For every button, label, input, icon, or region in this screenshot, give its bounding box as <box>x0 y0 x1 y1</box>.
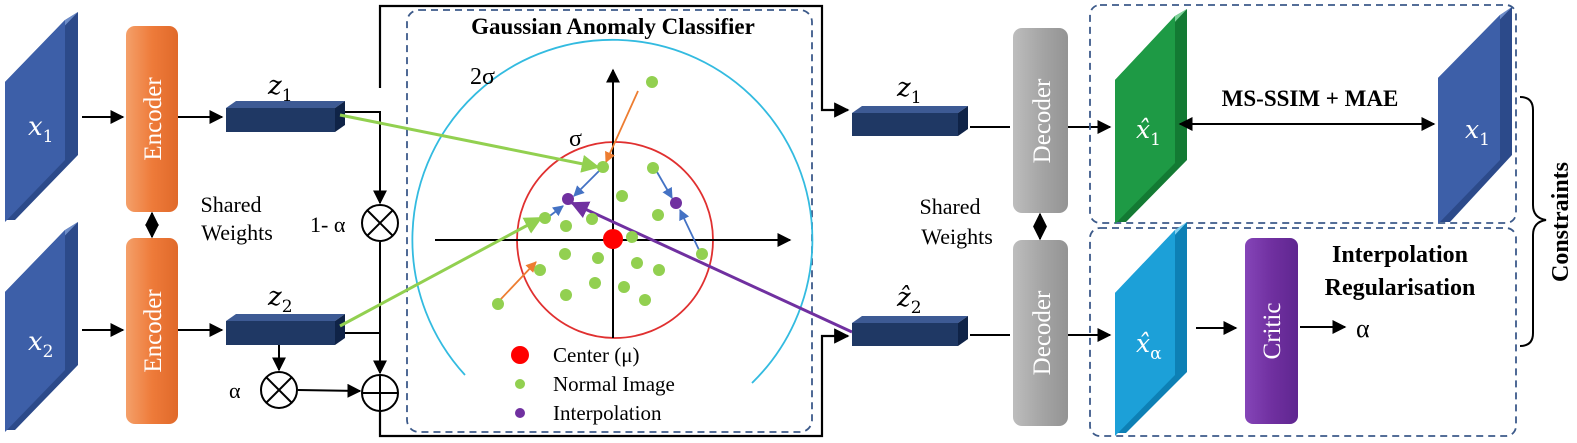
line-z1-mult <box>345 111 387 205</box>
decoder-bottom-label: Decoder <box>1029 290 1056 375</box>
normal-point <box>559 248 571 260</box>
legend-normal-marker <box>515 379 525 389</box>
constraints-brace <box>1519 96 1547 347</box>
shared-weights-left-line2: Weights <box>201 220 273 245</box>
blue-arrow-1 <box>573 169 601 197</box>
z2-label: z2 <box>267 282 293 317</box>
z2-hat-label: ẑ2 <box>896 283 922 318</box>
multiply-node-bottom <box>260 371 298 409</box>
legend-interpolation-marker <box>515 408 525 418</box>
interpolation-point <box>562 193 574 205</box>
latent-z1-right <box>852 106 968 136</box>
orange-arrow-top <box>605 90 639 163</box>
x1-target-label: x1 <box>1465 115 1490 150</box>
normal-point <box>626 231 638 243</box>
legend-normal-label: Normal Image <box>553 372 675 396</box>
line-alpha-mult-sum <box>297 383 362 398</box>
two-sigma-label: 2σ <box>470 64 495 90</box>
one-minus-alpha-label: 1- α <box>310 212 346 237</box>
normal-point <box>592 252 604 264</box>
encoder-top: Encoder <box>126 26 178 212</box>
line-z2-sum <box>345 332 387 375</box>
encoder-top-label: Encoder <box>140 77 167 161</box>
classifier-outer-top <box>378 4 850 118</box>
decoder-top: Decoder <box>1013 28 1068 213</box>
normal-point <box>653 264 665 276</box>
normal-point <box>597 161 609 173</box>
decoder-bottom: Decoder <box>1013 240 1068 426</box>
z1-right-label: z1 <box>896 73 922 108</box>
target-x1-slab: x1 <box>1438 7 1512 224</box>
x1-label: x1 <box>28 112 54 147</box>
normal-point <box>586 213 598 225</box>
encoder-bottom-label: Encoder <box>140 289 167 373</box>
normal-point <box>647 162 659 174</box>
sum-node <box>361 374 399 412</box>
classifier-legend: Center (μ) Normal Image Interpolation <box>511 343 675 425</box>
input-x2-slab: x2 <box>5 222 78 432</box>
normal-point <box>534 264 546 276</box>
arrow-z2hat-interp <box>570 201 853 334</box>
critic-label: Critic <box>1259 303 1286 360</box>
legend-center-label: Center (μ) <box>553 343 639 367</box>
latent-z2 <box>226 314 345 345</box>
xhat1-label: x̂1 <box>1136 115 1161 150</box>
sigma-label: σ <box>569 126 582 152</box>
blue-arrow-4 <box>679 209 701 253</box>
normal-point <box>616 190 628 202</box>
constraints-label: Constraints <box>1548 162 1574 282</box>
encoder-bottom: Encoder <box>126 238 178 424</box>
normal-point <box>539 212 551 224</box>
normal-point <box>631 257 643 269</box>
classifier-title: Gaussian Anomaly Classifier <box>471 14 755 39</box>
normal-point <box>652 209 664 221</box>
normal-point <box>560 220 572 232</box>
legend-interpolation-label: Interpolation <box>553 401 662 425</box>
arrow-z1-to-space <box>339 113 600 173</box>
center-point <box>603 229 623 249</box>
normal-point <box>560 289 572 301</box>
normal-point <box>589 277 601 289</box>
orange-arrow-bottom <box>499 261 537 301</box>
normal-point <box>646 76 658 88</box>
critic-block: Critic <box>1245 238 1298 424</box>
input-x1-slab: x1 <box>5 12 78 222</box>
classifier-outer-bottom <box>378 328 850 438</box>
shared-weights-right-line1: Shared <box>919 194 980 219</box>
decoder-top-label: Decoder <box>1029 78 1056 163</box>
interpolation-point <box>670 197 682 209</box>
blue-arrow-3 <box>656 171 673 199</box>
legend-center-marker <box>511 346 529 364</box>
multiply-node-top <box>361 204 399 242</box>
arrow-z2-to-space <box>339 216 543 328</box>
reconstruction-dashed-box <box>1089 4 1517 224</box>
loss-label: MS-SSIM + MAE <box>1222 86 1399 111</box>
shared-weights-right-line2: Weights <box>921 224 993 249</box>
interpolation-points <box>562 193 682 209</box>
alpha-label-left: α <box>229 378 241 403</box>
normal-point <box>639 294 651 306</box>
output-xhat-alpha-slab: x̂α <box>1115 222 1187 436</box>
latent-z2hat <box>852 316 968 346</box>
two-sigma-circle <box>411 38 814 384</box>
normal-image-points <box>492 76 708 310</box>
z1-label: z1 <box>267 71 293 106</box>
normal-point <box>618 281 630 293</box>
interp-reg-line1: Interpolation <box>1332 242 1468 268</box>
normal-point <box>696 248 708 260</box>
x2-label: x2 <box>28 327 54 362</box>
critic-output-alpha: α <box>1356 314 1370 343</box>
interp-reg-line2: Regularisation <box>1325 275 1476 301</box>
xhat-alpha-label: x̂α <box>1136 329 1162 364</box>
output-xhat1-slab: x̂1 <box>1115 9 1187 224</box>
normal-point <box>492 298 504 310</box>
interpolation-dashed-box <box>1089 227 1517 437</box>
shared-weights-left-line1: Shared <box>200 192 261 217</box>
